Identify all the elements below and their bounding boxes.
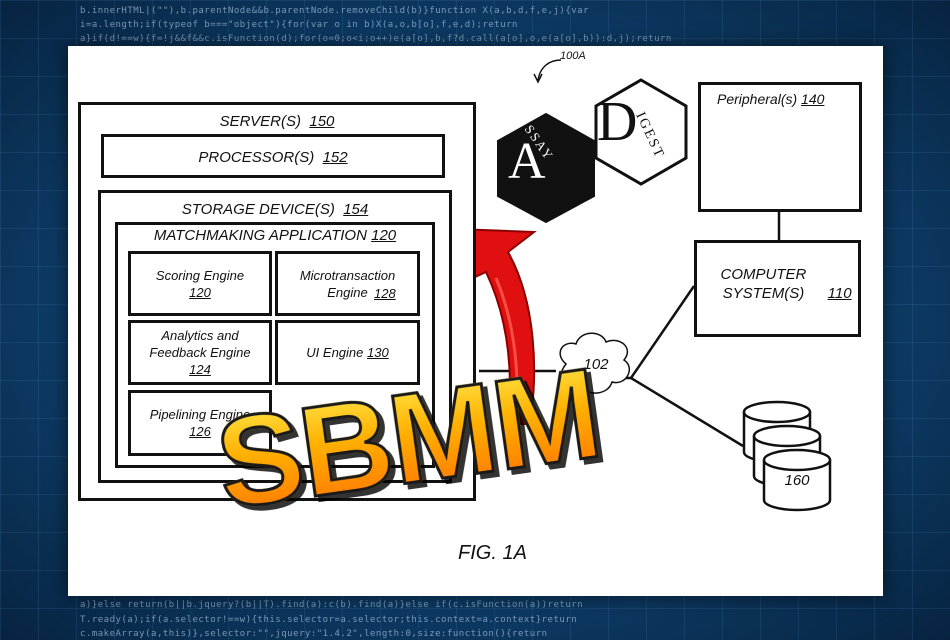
microtransaction-engine-label: Microtransaction Engine [299, 267, 396, 300]
scoring-engine-box: Scoring Engine 120 [128, 251, 272, 316]
red-curved-arrow [426, 226, 537, 425]
logo-hexagon-essay [497, 112, 595, 224]
database-stack-icon [742, 400, 832, 512]
pipelining-engine-label: Pipelining Engine [149, 407, 251, 422]
analytics-engine-box: Analytics and Feedback Engine 124 [128, 320, 272, 385]
network-ref: 102 [583, 356, 609, 373]
database-ref: 160 [784, 472, 810, 489]
ui-engine-label: UI Engine [306, 345, 364, 360]
storage-label: STORAGE DEVICE(S) 154 [181, 201, 369, 218]
patent-figure-sheet: 100A SERVER(S) 150 PROCESSOR(S) 152 STOR… [68, 46, 883, 596]
figure-ref-pointer [537, 59, 562, 81]
scoring-engine-ref: 120 [189, 284, 211, 300]
background-code-line: a)}else return(b||b.jquery?(b||T).find(a… [80, 600, 584, 610]
scoring-engine-label: Scoring Engine [155, 267, 245, 283]
background-code-line: a}if(d!==w){f=!j&&f&&c.isFunction(d);for… [80, 34, 672, 44]
computer-system-label: COMPUTER SYSTEM(S) 110 [720, 266, 852, 302]
essay-digest-logo [497, 78, 688, 224]
ui-engine-box: UI Engine 130 [275, 320, 420, 385]
background-code-line: T.ready(a);if(a.selector!==w){this.selec… [80, 615, 578, 625]
ui-engine-ref: 130 [367, 345, 389, 360]
microtransaction-engine-ref: 128 [374, 286, 396, 301]
peripheral-box: Peripheral(s) 140 [698, 82, 862, 212]
analytics-engine-ref: 124 [189, 362, 211, 377]
background-code-line: c.makeArray(a,this)},selector:"",jquery:… [80, 629, 548, 639]
logo-hexagon-digest [594, 78, 688, 186]
computer-system-box: COMPUTER SYSTEM(S) 110 [694, 240, 861, 337]
matchmaking-app-label: MATCHMAKING APPLICATION 120 [153, 227, 397, 244]
peripheral-label: Peripheral(s) 140 [717, 91, 825, 107]
network-database-line [630, 376, 744, 448]
processor-label: PROCESSOR(S) 152 [198, 149, 348, 166]
network-cloud [559, 332, 630, 394]
logo-letter-d: D [597, 91, 638, 153]
server-label: SERVER(S) 150 [219, 113, 335, 130]
analytics-engine-label: Analytics and Feedback Engine [149, 328, 251, 360]
pipelining-engine-ref: 126 [189, 424, 211, 439]
figure-ref-pointer-head [533, 73, 543, 84]
background-code-line: i=a.length;if(typeof b==="object"){for(v… [80, 20, 518, 30]
network-computer-line [629, 285, 696, 379]
diagram-connections [426, 59, 855, 512]
processor-box: PROCESSOR(S) 152 [101, 134, 445, 178]
logo-letter-a: A [508, 133, 546, 190]
background-code-line: b.innerHTML|(""),b.parentNode&&b.parentN… [80, 6, 589, 16]
pipelining-engine-box: Pipelining Engine 126 [128, 390, 272, 456]
figure-ref-label: 100A [560, 50, 586, 62]
figure-caption: FIG. 1A [458, 542, 527, 564]
microtransaction-engine-box: Microtransaction Engine [275, 251, 420, 316]
